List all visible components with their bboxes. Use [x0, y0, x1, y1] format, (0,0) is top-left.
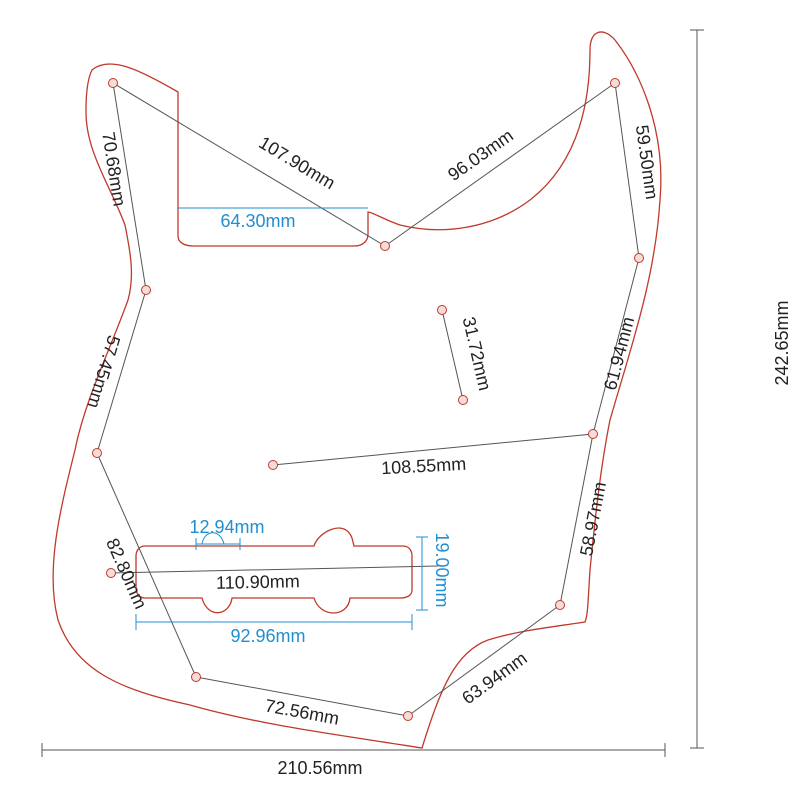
label-58-97: 58.97mm [576, 480, 610, 557]
leader-107-90 [112, 82, 386, 247]
pickup-cavity-outline [135, 527, 413, 614]
label-12-94: 12.94mm [189, 517, 264, 537]
screw-hole [555, 600, 565, 610]
screw-hole [108, 78, 118, 88]
leader-110-90 [110, 565, 439, 574]
screw-hole [380, 241, 390, 251]
screw-hole [141, 285, 151, 295]
leader-63-94 [407, 604, 561, 717]
screw-holes [92, 78, 644, 721]
blue-arc-12-94 [201, 532, 225, 545]
overall-dimensions [41, 29, 704, 757]
label-overall-height: 242.65mm [772, 300, 792, 385]
leader-59-50 [614, 82, 640, 259]
pickguard-outline [52, 31, 662, 749]
label-overall-width: 210.56mm [277, 758, 362, 778]
label-19-00: 19.00mm [432, 532, 452, 607]
screw-hole [634, 253, 644, 263]
leader-82-80 [96, 452, 197, 678]
label-92-96: 92.96mm [230, 626, 305, 646]
label-70-68: 70.68mm [98, 130, 129, 207]
screw-hole [458, 395, 468, 405]
leader-96-03 [384, 82, 616, 247]
leader-108-55 [272, 433, 594, 466]
blue-dimension-lines [135, 207, 428, 630]
screw-hole [588, 429, 598, 439]
leader-61-94 [592, 257, 640, 435]
leader-lines [96, 82, 640, 717]
screw-hole [106, 568, 116, 578]
label-59-50: 59.50mm [632, 124, 662, 201]
screw-hole [437, 305, 447, 315]
label-63-94: 63.94mm [458, 648, 530, 708]
label-110-90: 110.90mm [216, 571, 300, 593]
label-31-72: 31.72mm [459, 315, 495, 393]
leader-58-97 [559, 433, 594, 606]
screw-hole [92, 448, 102, 458]
screw-hole [268, 460, 278, 470]
screw-hole [610, 78, 620, 88]
label-96-03: 96.03mm [444, 125, 517, 185]
screw-hole [191, 672, 201, 682]
label-64-30: 64.30mm [220, 211, 295, 231]
label-108-55: 108.55mm [381, 454, 467, 478]
leader-72-56 [195, 676, 409, 717]
label-107-90: 107.90mm [255, 132, 338, 193]
screw-hole [403, 711, 413, 721]
label-57-45: 57.45mm [83, 333, 124, 411]
label-61-94: 61.94mm [600, 315, 638, 393]
leader-57-45 [96, 289, 147, 454]
leader-70-68 [112, 82, 147, 291]
leader-31-72 [441, 309, 464, 401]
